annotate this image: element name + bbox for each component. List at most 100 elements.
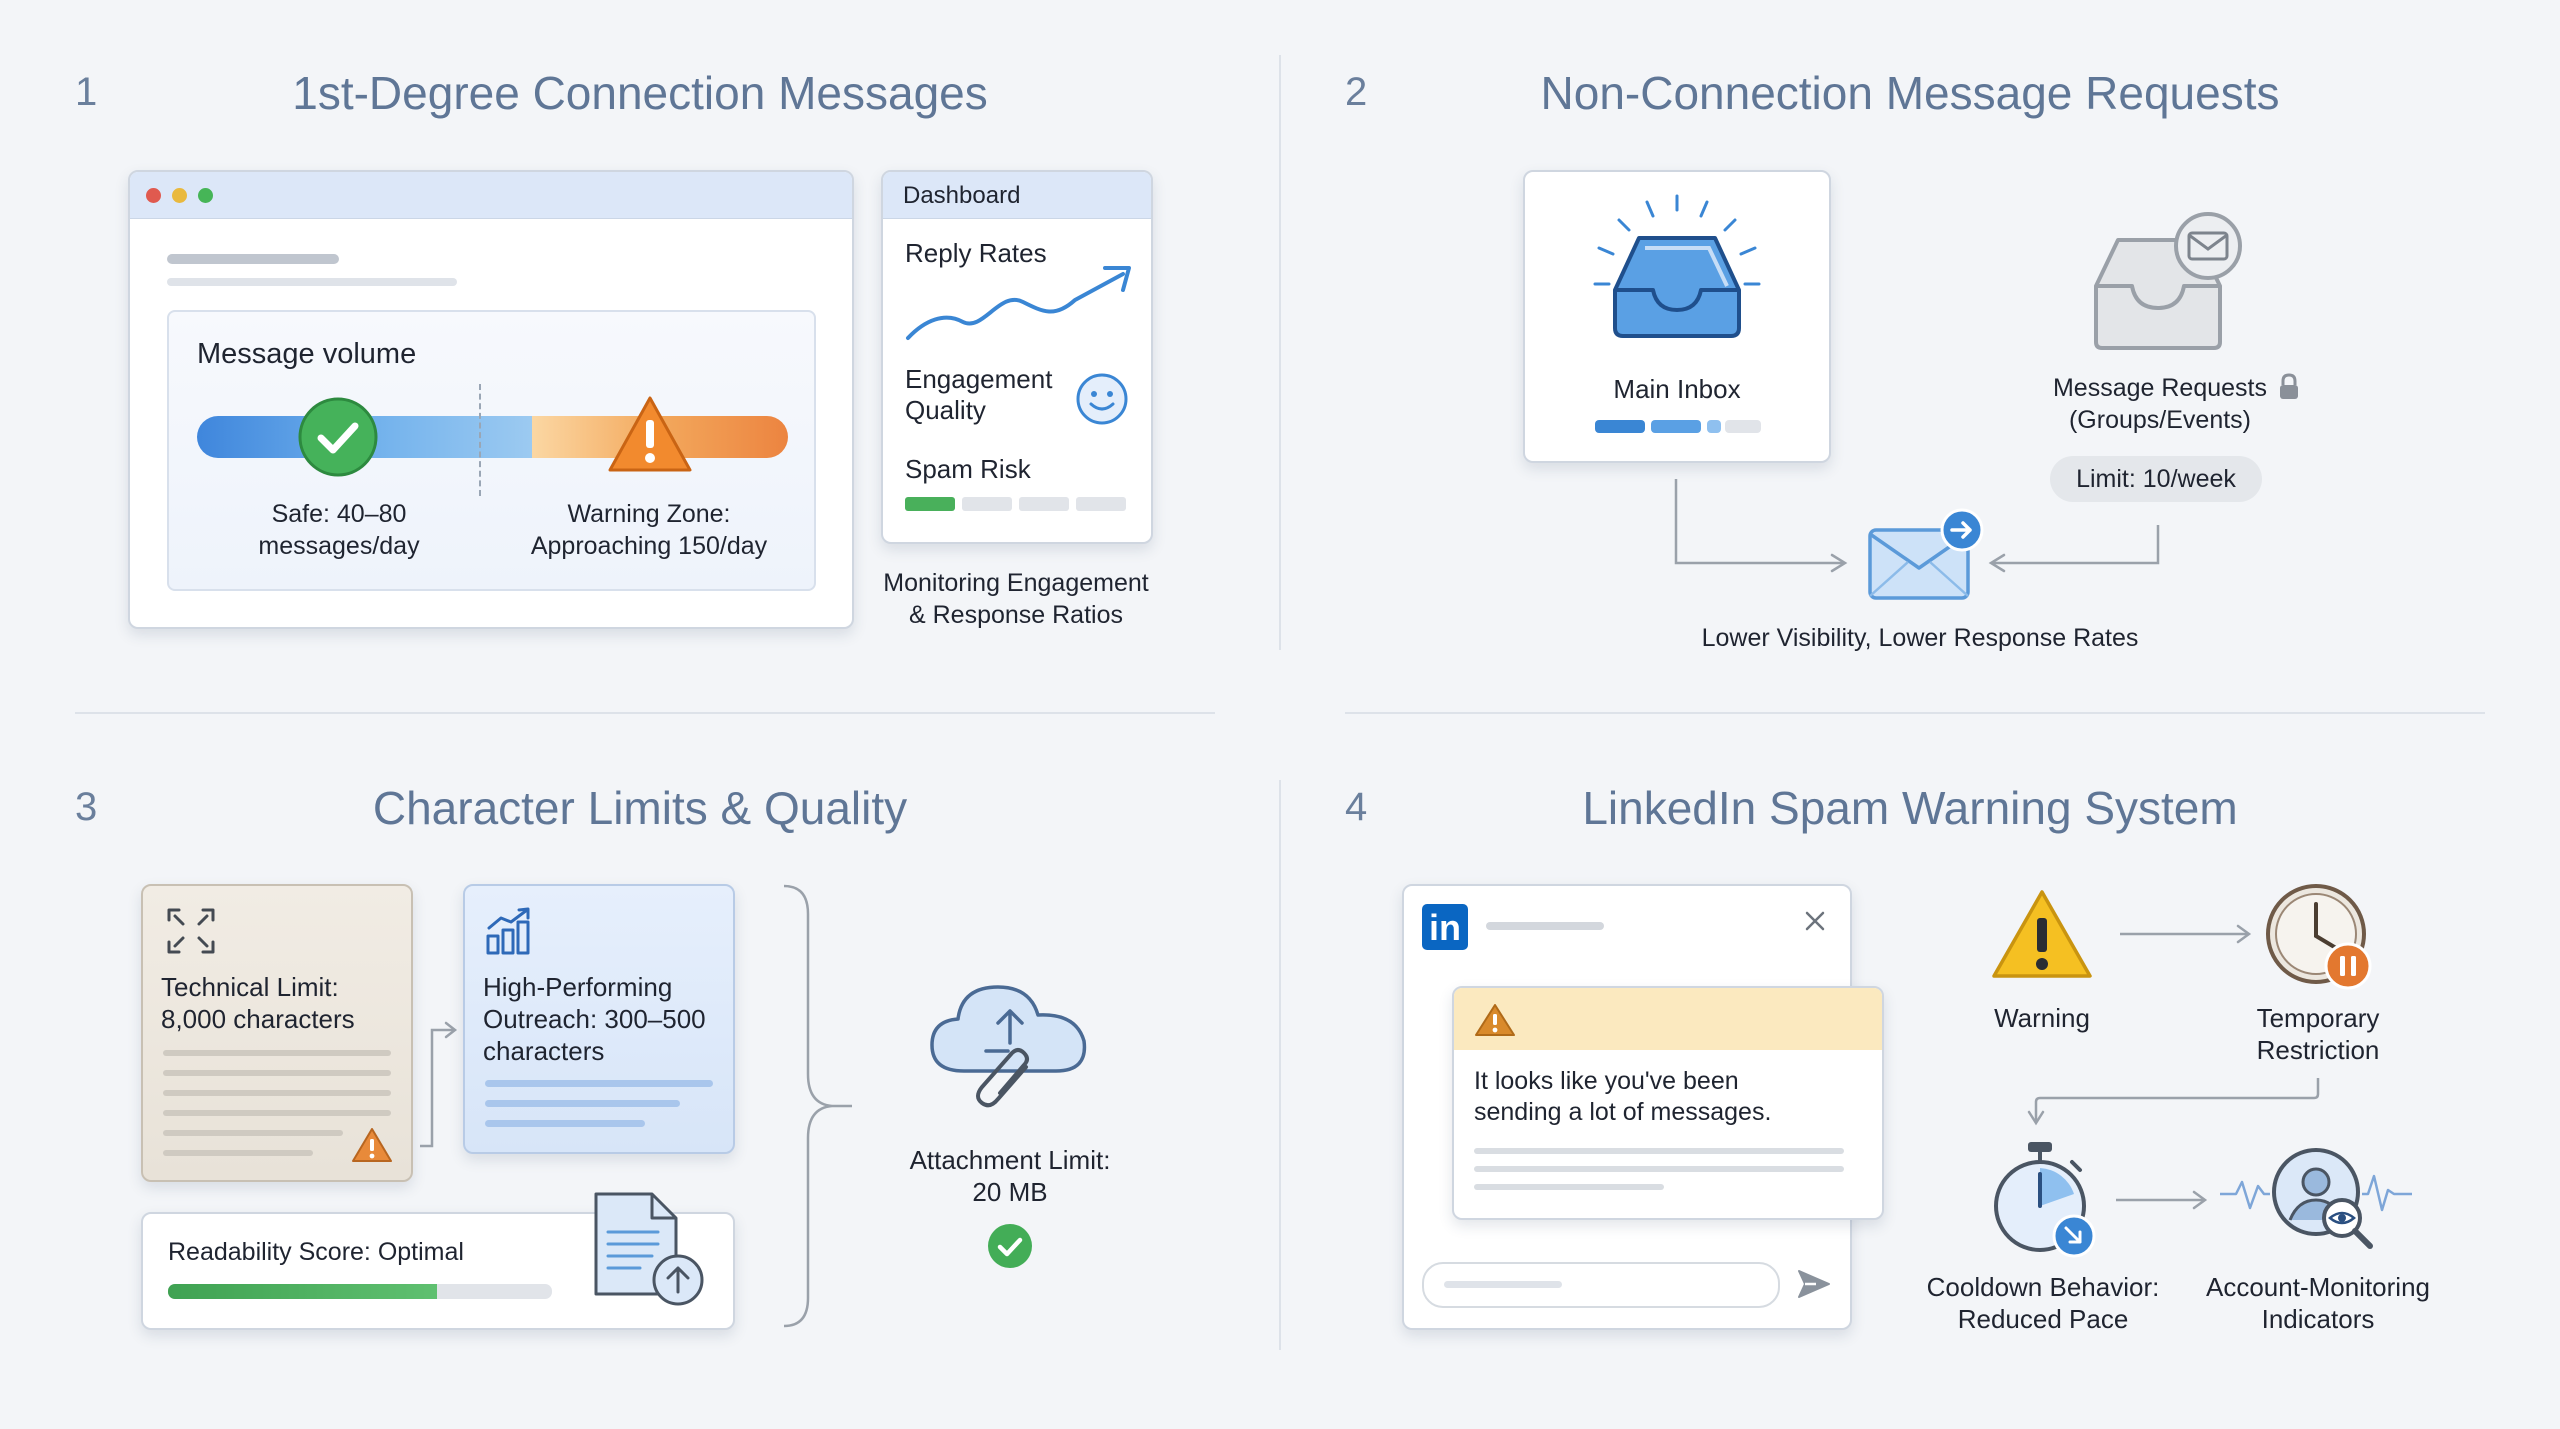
bracket-brace <box>783 884 852 1328</box>
warning-popup-header <box>1454 988 1882 1050</box>
warning-triangle-icon <box>608 396 692 472</box>
attachment-limit-line-2: 20 MB <box>972 1177 1048 1207</box>
safe-label-line-2: messages/day <box>258 532 420 560</box>
cooldown-label: Cooldown Behavior: Reduced Pace <box>1912 1271 2174 1335</box>
lock-icon <box>2280 373 2298 399</box>
main-inbox-card[interactable]: Main Inbox <box>1523 170 1831 463</box>
panel-4-number: 4 <box>1345 785 1368 829</box>
technical-limit-label: Technical Limit: 8,000 characters <box>161 971 355 1035</box>
text-line <box>163 1090 391 1096</box>
account-monitoring-icon <box>2220 1148 2412 1249</box>
dashboard-title: Dashboard <box>903 182 1021 209</box>
input-placeholder-line <box>1444 1281 1562 1288</box>
text-line <box>163 1070 391 1076</box>
text-line <box>485 1120 645 1127</box>
clock-pause-icon <box>2266 884 2372 990</box>
high-performing-line-1: High-Performing <box>483 972 673 1002</box>
technical-limit-line-1: Technical Limit: <box>161 972 339 1002</box>
warning-message-line-2: sending a lot of messages. <box>1474 1098 1772 1126</box>
check-circle-icon <box>988 1224 1032 1268</box>
inbox-progress-seg-1 <box>1595 420 1645 433</box>
attachment-limit-label: Attachment Limit: 20 MB <box>870 1144 1150 1208</box>
request-flow-arrows <box>1674 479 2160 573</box>
text-line <box>163 1130 343 1136</box>
spam-risk-segment-3 <box>1019 497 1069 511</box>
stopwatch-icon <box>1994 1142 2096 1258</box>
arrow-warning-to-restriction <box>2120 924 2252 944</box>
cooldown-line-2: Reduced Pace <box>1957 1304 2129 1334</box>
panel-1-number: 1 <box>75 70 98 114</box>
window-close-dot[interactable] <box>146 188 161 203</box>
high-performing-card: High-Performing Outreach: 300–500 charac… <box>463 884 735 1154</box>
warning-stage-label: Warning <box>1994 1003 2090 1033</box>
cloud-upload-icon <box>930 985 1087 1108</box>
text-line <box>485 1080 713 1087</box>
safe-label: Safe: 40–80 messages/day <box>229 498 449 562</box>
expand-icon <box>167 908 215 954</box>
inbox-progress-seg-4 <box>1725 420 1761 433</box>
message-volume-window: Message volume Safe: 40–80 messages/day … <box>128 170 854 629</box>
spam-risk-segment-1 <box>905 497 955 511</box>
panel-3-title: Character Limits & Quality <box>372 782 908 834</box>
close-icon-glyph <box>1805 911 1825 931</box>
inbox-progress-seg-2 <box>1651 420 1701 433</box>
zone-divider-dashed <box>479 384 481 496</box>
warning-message-line-1: It looks like you've been <box>1474 1067 1739 1095</box>
check-circle-icon <box>298 397 378 477</box>
window-titlebar <box>130 172 852 219</box>
account-monitoring-line-2: Indicators <box>2261 1304 2375 1334</box>
warning-triangle-icon <box>1475 1004 1515 1036</box>
readability-bar-fill <box>168 1284 437 1299</box>
header-placeholder-line <box>1486 922 1604 930</box>
reply-rates-label: Reply Rates <box>905 238 1047 268</box>
horizontal-divider-left <box>75 712 1215 714</box>
compose-input[interactable] <box>1422 1262 1780 1308</box>
close-icon[interactable] <box>1800 906 1830 936</box>
volume-inner-card: Message volume Safe: 40–80 messages/day … <box>167 310 816 591</box>
text-line <box>1474 1166 1844 1172</box>
volume-title: Message volume <box>197 338 417 370</box>
document-upload-icon <box>594 1192 704 1306</box>
engagement-label: Engagement Quality <box>905 364 1052 426</box>
trend-line-chart-icon <box>906 266 1131 340</box>
temporary-restriction-line-1: Temporary <box>2256 1003 2380 1033</box>
spam-risk-segment-4 <box>1076 497 1126 511</box>
dashboard-caption: Monitoring Engagement & Response Ratios <box>855 567 1177 631</box>
placeholder-line <box>167 254 339 264</box>
inbox-icon <box>1593 194 1761 338</box>
linkedin-logo: in <box>1422 904 1468 950</box>
panel-1-title: 1st-Degree Connection Messages <box>292 67 988 119</box>
warning-label-line-2: Approaching 150/day <box>530 532 768 560</box>
limit-badge: Limit: 10/week <box>2050 456 2262 502</box>
account-monitoring-line-1: Account-Monitoring <box>2206 1272 2430 1302</box>
vertical-divider-bottom <box>1279 780 1281 1350</box>
text-line <box>163 1150 313 1156</box>
dashboard-card: Dashboard Reply Rates Engagement Quality… <box>881 170 1153 544</box>
dashboard-caption-line-2: & Response Ratios <box>908 601 1123 629</box>
temporary-restriction-label: Temporary Restriction <box>2200 1002 2436 1066</box>
technical-limit-card: Technical Limit: 8,000 characters <box>141 884 413 1182</box>
window-minimize-dot[interactable] <box>172 188 187 203</box>
dashboard-header <box>883 172 1151 219</box>
text-line <box>485 1100 680 1107</box>
panel-4-title: LinkedIn Spam Warning System <box>1582 782 2238 834</box>
arrow-right-icon <box>1940 508 1984 552</box>
message-requests-tray-icon <box>2094 212 2242 350</box>
spam-risk-segment-2 <box>962 497 1012 511</box>
horizontal-divider-right <box>1345 712 2485 714</box>
connector-arrow <box>420 1021 458 1148</box>
safe-label-line-1: Safe: 40–80 <box>271 500 407 528</box>
readability-label: Readability Score: Optimal <box>168 1238 464 1266</box>
message-requests-line-1: Message Requests <box>2052 374 2267 402</box>
smiley-face-icon <box>1076 373 1128 425</box>
arrow-restriction-to-cooldown <box>2027 1078 2320 1126</box>
spam-warning-popup: It looks like you've been sending a lot … <box>1452 986 1884 1220</box>
temporary-restriction-line-2: Restriction <box>2256 1035 2380 1065</box>
window-maximize-dot[interactable] <box>198 188 213 203</box>
dashboard-caption-line-1: Monitoring Engagement <box>883 569 1149 597</box>
high-performing-line-3: characters <box>483 1036 605 1066</box>
send-icon[interactable] <box>1796 1268 1832 1300</box>
attachment-limit-line-1: Attachment Limit: <box>909 1145 1111 1175</box>
panel-2-number: 2 <box>1345 70 1368 114</box>
visibility-caption: Lower Visibility, Lower Response Rates <box>1701 624 2139 652</box>
